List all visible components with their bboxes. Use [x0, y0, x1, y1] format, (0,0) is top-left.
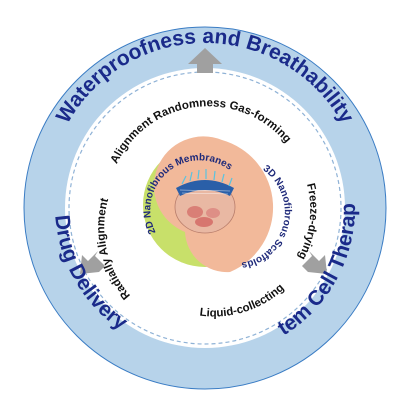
nanofiber-illustration-icon	[174, 169, 236, 234]
arrow-down-right-icon	[302, 251, 327, 274]
arrow-up-icon	[188, 48, 222, 73]
arrow-down-left-icon	[80, 251, 105, 274]
